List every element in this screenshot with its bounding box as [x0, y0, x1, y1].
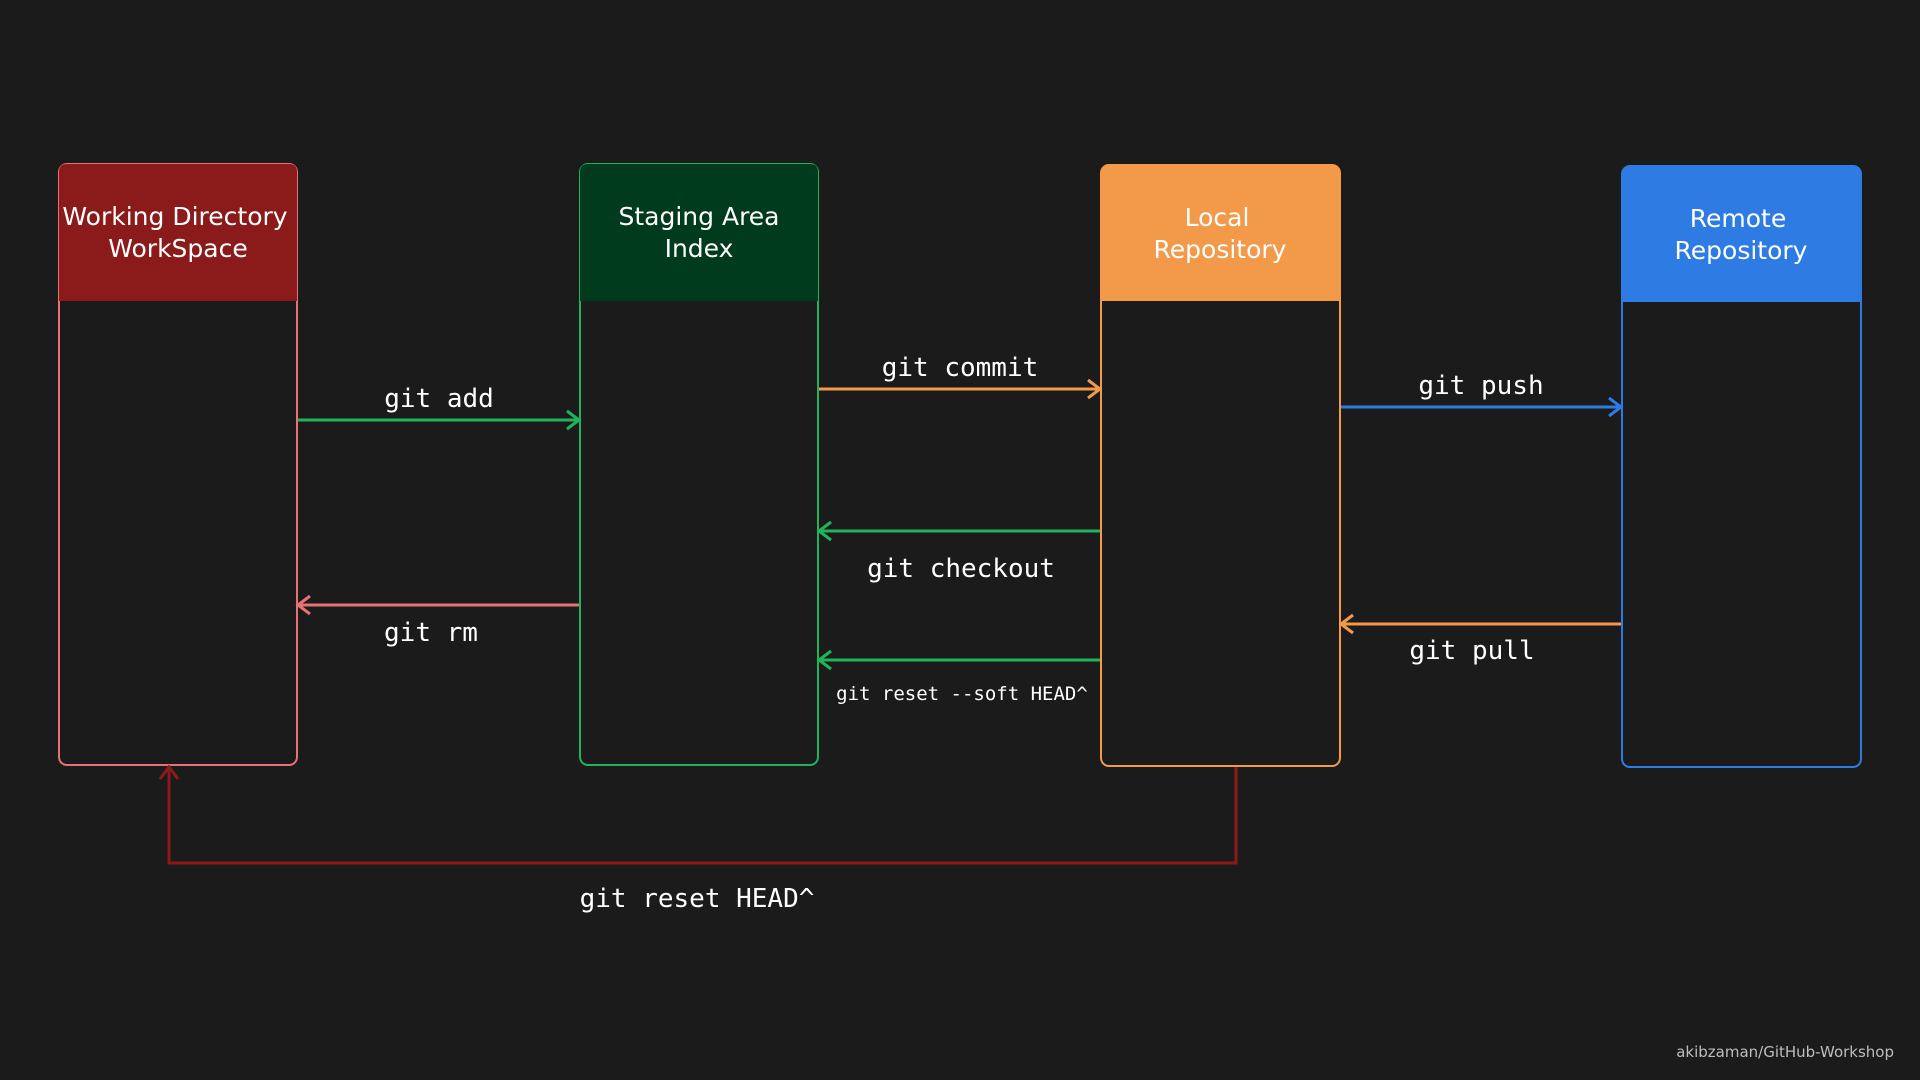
- git-checkout-label: git checkout: [867, 554, 1055, 584]
- local-repository-title-line1: Local: [1185, 203, 1250, 232]
- remote-repository-box: Remote Repository: [1621, 165, 1862, 768]
- remote-repository-title-line2: Repository: [1675, 236, 1808, 265]
- git-reset-head-label: git reset HEAD^: [580, 884, 815, 914]
- git-checkout-arrow: [816, 520, 1100, 542]
- staging-area-title-line2: Index: [665, 234, 734, 263]
- git-reset-head-arrow: [158, 764, 1238, 865]
- git-reset-soft-arrow: [816, 649, 1100, 671]
- staging-area-title-line1: Staging Area: [619, 202, 780, 231]
- git-rm-label: git rm: [384, 618, 478, 648]
- git-rm-arrow: [295, 594, 579, 616]
- git-pull-label: git pull: [1409, 636, 1534, 666]
- working-directory-header: [59, 164, 297, 301]
- staging-area-header: [580, 164, 818, 301]
- git-commit-arrow: [819, 378, 1103, 400]
- remote-repository-title-line1: Remote: [1690, 204, 1786, 233]
- local-repository-header: [1101, 165, 1340, 301]
- git-push-arrow: [1341, 396, 1624, 418]
- git-reset-soft-label: git reset --soft HEAD^: [836, 683, 1088, 705]
- git-add-label: git add: [384, 384, 494, 414]
- local-repository-box: Local Repository: [1100, 164, 1341, 767]
- working-directory-box: Working Directory WorkSpace: [58, 163, 298, 766]
- git-pull-arrow: [1338, 613, 1621, 635]
- git-add-arrow: [298, 409, 582, 431]
- watermark-text: akibzaman/GitHub-Workshop: [1676, 1043, 1894, 1061]
- local-repository-title-line2: Repository: [1154, 235, 1287, 264]
- working-directory-title-line1: Working Directory: [62, 202, 287, 231]
- git-commit-label: git commit: [882, 353, 1039, 383]
- staging-area-box: Staging Area Index: [579, 163, 819, 766]
- git-push-label: git push: [1418, 371, 1543, 401]
- working-directory-title-line2: WorkSpace: [108, 234, 248, 263]
- remote-repository-header: [1622, 166, 1861, 302]
